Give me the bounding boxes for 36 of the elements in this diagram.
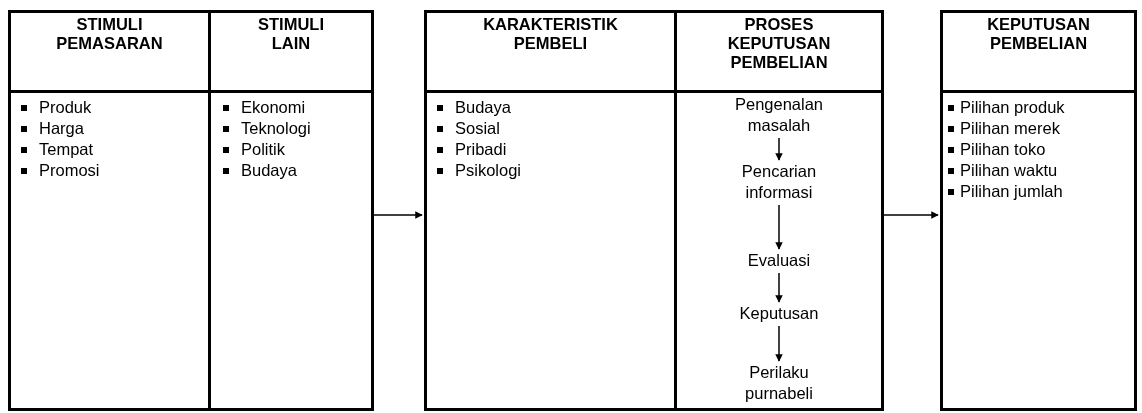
list-item: Pilihan produk: [960, 97, 1065, 118]
arrow: [775, 325, 783, 362]
table-panel: [8, 10, 374, 411]
list-item: Harga: [39, 118, 84, 139]
column-header: KEPUTUSAN PEMBELIAN: [943, 13, 1134, 93]
arrow: [373, 211, 423, 219]
list-item: Psikologi: [455, 160, 522, 181]
process-step: Perilaku purnabeli: [724, 362, 834, 404]
process-step: Pengenalan masalah: [724, 94, 834, 136]
column-header: STIMULI LAIN: [211, 13, 371, 93]
arrow: [883, 211, 939, 219]
list-item: Teknologi: [241, 118, 311, 139]
column-header: PROSES KEPUTUSAN PEMBELIAN: [677, 13, 881, 93]
arrow: [775, 272, 783, 303]
list-item: Produk: [39, 97, 92, 118]
list-item: Pilihan toko: [960, 139, 1046, 160]
process-step: Pencarian informasi: [724, 161, 834, 203]
list-item: Pribadi: [455, 139, 507, 160]
arrow: [775, 204, 783, 250]
column-header: KARAKTERISTIK PEMBELI: [427, 13, 677, 93]
list-item: Pilihan waktu: [960, 160, 1058, 181]
table-panel: [940, 10, 1137, 411]
table-panel: [424, 10, 884, 411]
list-item: Promosi: [39, 160, 100, 181]
list-item: Pilihan merek: [960, 118, 1060, 139]
process-step: Evaluasi: [729, 250, 829, 271]
column-header: STIMULI PEMASARAN: [11, 13, 211, 93]
process-step: Keputusan: [729, 303, 829, 324]
list-item: Budaya: [455, 97, 511, 118]
list-item: Pilihan jumlah: [960, 181, 1063, 202]
list-item: Sosial: [455, 118, 500, 139]
list-item: Politik: [241, 139, 285, 160]
arrow: [775, 137, 783, 161]
list-item: Tempat: [39, 139, 94, 160]
list-item: Ekonomi: [241, 97, 306, 118]
list-item: Budaya: [241, 160, 297, 181]
